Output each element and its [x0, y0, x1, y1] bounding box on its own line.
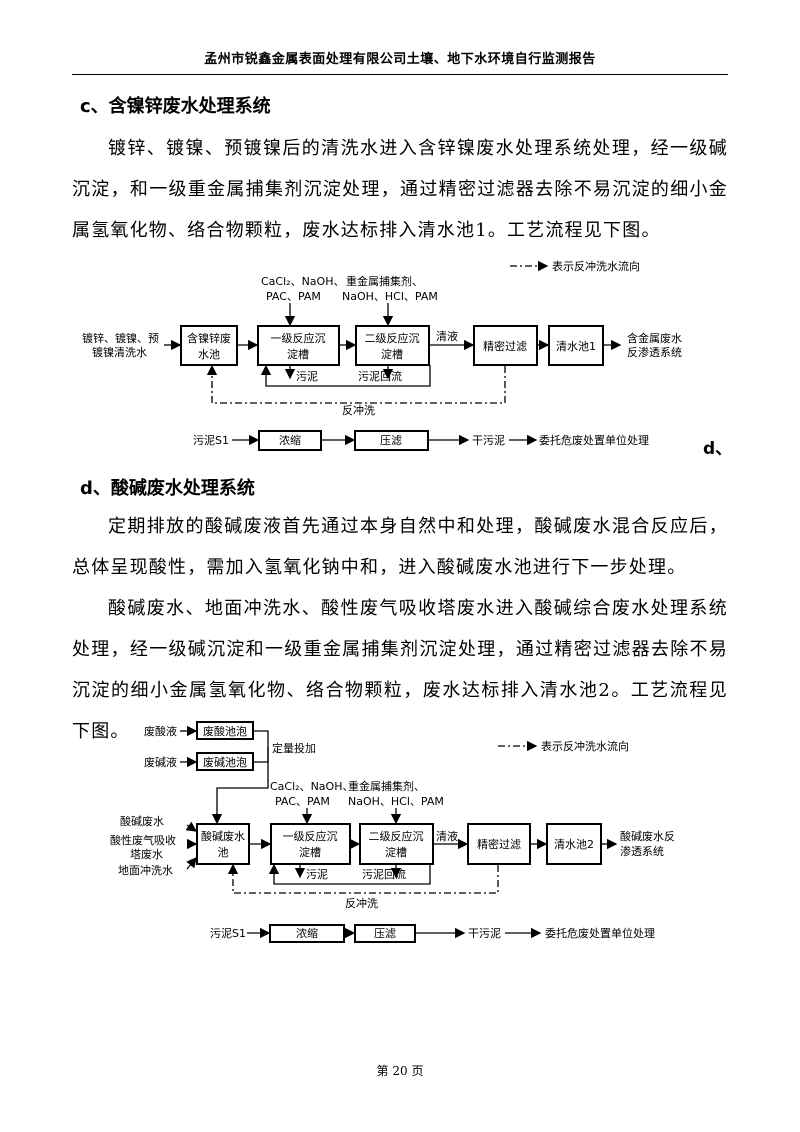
section-d-paragraph-2: 酸碱废水、地面冲洗水、酸性废气吸收塔废水进入酸碱综合废水处理系统处理，经一级碱沉…: [72, 598, 728, 742]
legend-label: 表示反冲洗水流向: [541, 739, 629, 753]
input-label-2: 镀镍清洗水: [92, 345, 147, 359]
sludge-label: 污泥: [306, 868, 328, 881]
legend-label: 表示反冲洗水流向: [552, 259, 640, 273]
precision-filter-box: 精密过滤: [483, 339, 527, 353]
output-label: 酸碱废水反: [620, 829, 675, 843]
clear-water-tank-box: 清水池1: [556, 340, 596, 353]
primary-reactor-box: 一级反应沉: [283, 829, 338, 843]
input-label-3: 塔废水: [130, 847, 163, 861]
chem1-label: CaCl₂、NaOH、: [261, 275, 344, 288]
chem1-label-2: PAC、PAM: [275, 795, 330, 808]
base-tank-box: 废碱池泡: [203, 755, 247, 769]
dry-sludge-label: 干污泥: [468, 927, 501, 940]
backwash-label: 反冲洗: [345, 896, 378, 910]
chem1-label-2: PAC、PAM: [266, 290, 321, 303]
press-filter-box: 压滤: [380, 434, 402, 447]
acid-base-tank-box-2: 池: [218, 846, 229, 859]
header-divider: [72, 74, 728, 75]
sludge-source-label: 污泥S1: [210, 927, 246, 940]
page-number: 第 20 页: [376, 1064, 424, 1078]
disposal-label: 委托危废处置单位处理: [545, 926, 655, 940]
clear-liquid-label: 清液: [436, 329, 458, 343]
press-filter-box: 压滤: [374, 927, 396, 940]
input-label: 镀锌、镀镍、预: [82, 331, 159, 345]
zinc-nickel-tank-box: 含镍锌废: [187, 331, 231, 345]
page-header: 孟州市锐鑫金属表面处理有限公司土壤、地下水环境自行监测报告: [204, 52, 596, 67]
dry-sludge-label: 干污泥: [472, 434, 505, 447]
precision-filter-box: 精密过滤: [477, 837, 521, 851]
secondary-reactor-box: 二级反应沉: [369, 829, 424, 843]
input-label-1: 酸碱废水: [120, 814, 164, 828]
output-label-2: 反渗透系统: [627, 345, 682, 359]
sludge-source-label: 污泥S1: [193, 434, 229, 447]
sludge-label: 污泥: [296, 370, 318, 383]
secondary-reactor-box-2: 淀槽: [385, 845, 407, 859]
secondary-reactor-box: 二级反应沉: [365, 331, 420, 345]
clear-water-tank-box: 清水池2: [554, 838, 594, 851]
section-d-heading: d、酸碱废水处理系统: [80, 478, 255, 499]
sludge-return-label: 污泥回流: [358, 369, 402, 383]
secondary-reactor-box-2: 淀槽: [381, 347, 403, 361]
acid-base-tank-box: 酸碱废水: [201, 829, 245, 843]
thickening-box: 浓缩: [296, 927, 318, 940]
acid-tank-box: 废酸池泡: [203, 724, 247, 738]
input-label-2: 酸性废气吸收: [110, 833, 176, 847]
chem2-label: 重金属捕集剂、: [346, 274, 423, 288]
acid-input-label: 废酸液: [144, 724, 177, 738]
acid-base-flow-diagram: 废酸液 废酸池泡 废碱液 废碱池泡 定量投加 表示反冲洗水流向 CaCl₂、Na…: [110, 721, 675, 943]
clear-liquid-label: 清液: [436, 829, 458, 843]
chem2-label-2: NaOH、HCl、PAM: [342, 290, 438, 303]
backwash-label: 反冲洗: [342, 403, 375, 417]
primary-reactor-box: 一级反应沉: [271, 331, 326, 345]
chem1-label: CaCl₂、NaOH、: [270, 780, 353, 793]
primary-reactor-box-2: 淀槽: [299, 845, 321, 859]
zinc-nickel-tank-box-2: 水池: [198, 348, 220, 361]
stray-label: d、: [703, 439, 732, 459]
dose-label: 定量投加: [272, 741, 316, 755]
output-label-2: 渗透系统: [620, 844, 664, 858]
zinc-nickel-flow-diagram: 表示反冲洗水流向 镀锌、镀镍、预 镀镍清洗水 含镍锌废 水池 一级反应沉 淀槽 …: [82, 259, 732, 459]
base-input-label: 废碱液: [144, 755, 177, 769]
disposal-label: 委托危废处置单位处理: [539, 433, 649, 447]
section-d-paragraph-1: 定期排放的酸碱废液首先通过本身自然中和处理，酸碱废水混合反应后，总体呈现酸性，需…: [72, 516, 728, 578]
primary-reactor-box-2: 淀槽: [287, 347, 309, 361]
section-c-heading: c、含镍锌废水处理系统: [80, 96, 271, 117]
sludge-return-label: 污泥回流: [362, 867, 406, 881]
thickening-box: 浓缩: [279, 434, 301, 447]
chem2-label: 重金属捕集剂、: [348, 779, 425, 793]
input-label-4: 地面冲洗水: [118, 863, 173, 877]
output-label: 含金属废水: [627, 331, 682, 345]
chem2-label-2: NaOH、HCl、PAM: [348, 795, 444, 808]
section-c-paragraph: 镀锌、镀镍、预镀镍后的清洗水进入含锌镍废水处理系统处理，经一级碱沉淀，和一级重金…: [72, 138, 728, 241]
